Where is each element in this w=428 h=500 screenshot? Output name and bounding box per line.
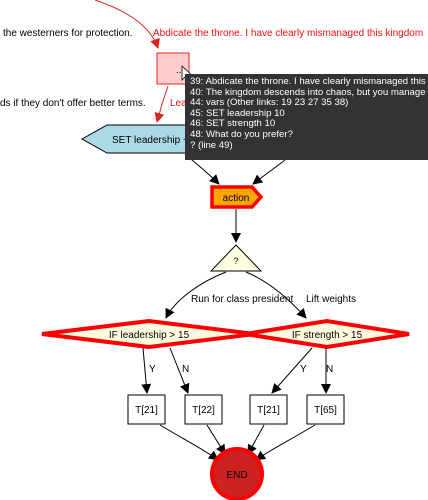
edge-tooltip-to-action [252,159,286,185]
tooltip-line: 46: SET strength 10 [190,118,276,130]
branch-label-no-right: N [326,364,333,375]
node-if-leadership-label: IF leadership > 15 [109,330,190,341]
node-action-label: action [223,193,250,204]
edge-run-for-class-president [165,271,227,319]
edge-lift-weights [245,271,307,319]
node-t21-right[interactable]: T[21] [249,394,288,425]
tooltip-line: 45: SET leadership 10 [190,107,285,119]
node-t21-left[interactable]: T[21] [127,394,166,425]
edge-t21-left-to-end [159,424,219,461]
node-tooltip: 39: Abdicate the throne. I have clearly … [185,74,428,160]
edge-strength-yes [271,347,313,394]
edge-leadership-no [169,347,190,394]
tooltip-line: ? (line 49) [190,139,233,151]
node-question-label: ? [233,256,238,266]
node-set-leadership-label: SET leadership + [112,135,189,146]
edge-run-label: Run for class president [191,294,293,305]
tooltip-line: 48: What do you prefer? [190,128,293,140]
node-if-strength-label: IF strength > 15 [292,330,363,341]
left-mid-text: ds if they don't offer better terms. [0,98,146,109]
node-action[interactable]: action [210,185,264,209]
edge-lead [154,85,169,123]
edge-leadership-yes [141,347,152,394]
edge-lead-label: Lea [170,98,187,109]
edge-abdicate-label: Abdicate the throne. I have clearly mism… [153,28,423,39]
top-left-text: the westerners for protection. [3,28,133,39]
node-t21-right-label: T[21] [257,405,280,416]
node-end[interactable]: END [210,447,264,500]
node-t22-label: T[22] [192,405,215,416]
node-t65[interactable]: T[65] [306,394,345,425]
node-t21-left-label: T[21] [135,405,158,416]
node-end-label: END [226,470,247,481]
edge-t65-to-end [255,424,316,461]
edge-abdicate [94,0,160,49]
node-t65-label: T[65] [314,405,337,416]
edge-t21-right-to-end [247,424,265,455]
edge-t22-to-end [206,424,226,455]
tooltip-line: 40: The kingdom descends into chaos, but… [190,86,428,98]
branch-label-no-left: N [182,364,189,375]
branch-label-yes-left: Y [149,364,156,375]
node-t22[interactable]: T[22] [184,394,223,425]
tooltip-line: 39: Abdicate the throne. I have clearly … [190,76,428,87]
edge-lift-label: Lift weights [306,294,356,305]
node-question[interactable]: ? [209,244,263,272]
node-ellipsis-label: ... [176,65,184,76]
branch-label-yes-right: Y [300,364,307,375]
node-if-strength[interactable]: IF strength > 15 [244,318,410,350]
tooltip-line: 44: vars (Other links: 19 23 27 35 38) [190,97,349,109]
node-set-leadership[interactable]: SET leadership + [80,124,201,154]
node-if-leadership[interactable]: IF leadership > 15 [41,318,256,350]
